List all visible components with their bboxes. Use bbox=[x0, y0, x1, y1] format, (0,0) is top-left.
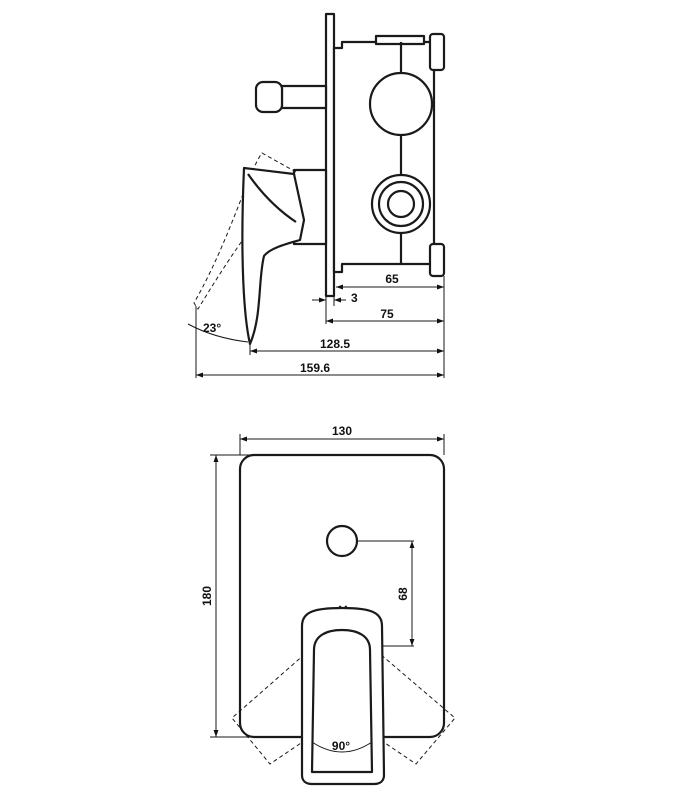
dim-label-130: 130 bbox=[332, 424, 352, 438]
bottom-nut bbox=[428, 242, 446, 278]
side-view: 23° 65 3 75 128.5 159.6 bbox=[187, 12, 446, 378]
angle-label: 23° bbox=[203, 321, 221, 335]
dim-label-75: 75 bbox=[380, 307, 394, 321]
angle-arc-front bbox=[311, 741, 373, 753]
outlet-port-upper bbox=[368, 71, 434, 137]
top-nut bbox=[428, 32, 446, 72]
angle-arc bbox=[187, 323, 249, 343]
front-lever-handle bbox=[300, 606, 386, 786]
front-view: 90° 130 180 68 bbox=[200, 424, 456, 786]
diverter-knob bbox=[254, 80, 328, 114]
diverter-button bbox=[325, 524, 359, 558]
wall-plate bbox=[324, 12, 336, 298]
dim-label-159-6: 159.6 bbox=[300, 361, 330, 375]
dim-label-3: 3 bbox=[351, 291, 358, 305]
dim-label-180: 180 bbox=[200, 586, 214, 606]
dim-label-68: 68 bbox=[396, 587, 410, 601]
outlet-port-lower bbox=[370, 173, 432, 235]
lever-handle bbox=[241, 166, 306, 346]
dim-label-65: 65 bbox=[385, 272, 399, 286]
angle-label-front: 90° bbox=[332, 739, 350, 753]
concealed-body bbox=[332, 32, 446, 278]
dim-label-128-5: 128.5 bbox=[320, 337, 350, 351]
